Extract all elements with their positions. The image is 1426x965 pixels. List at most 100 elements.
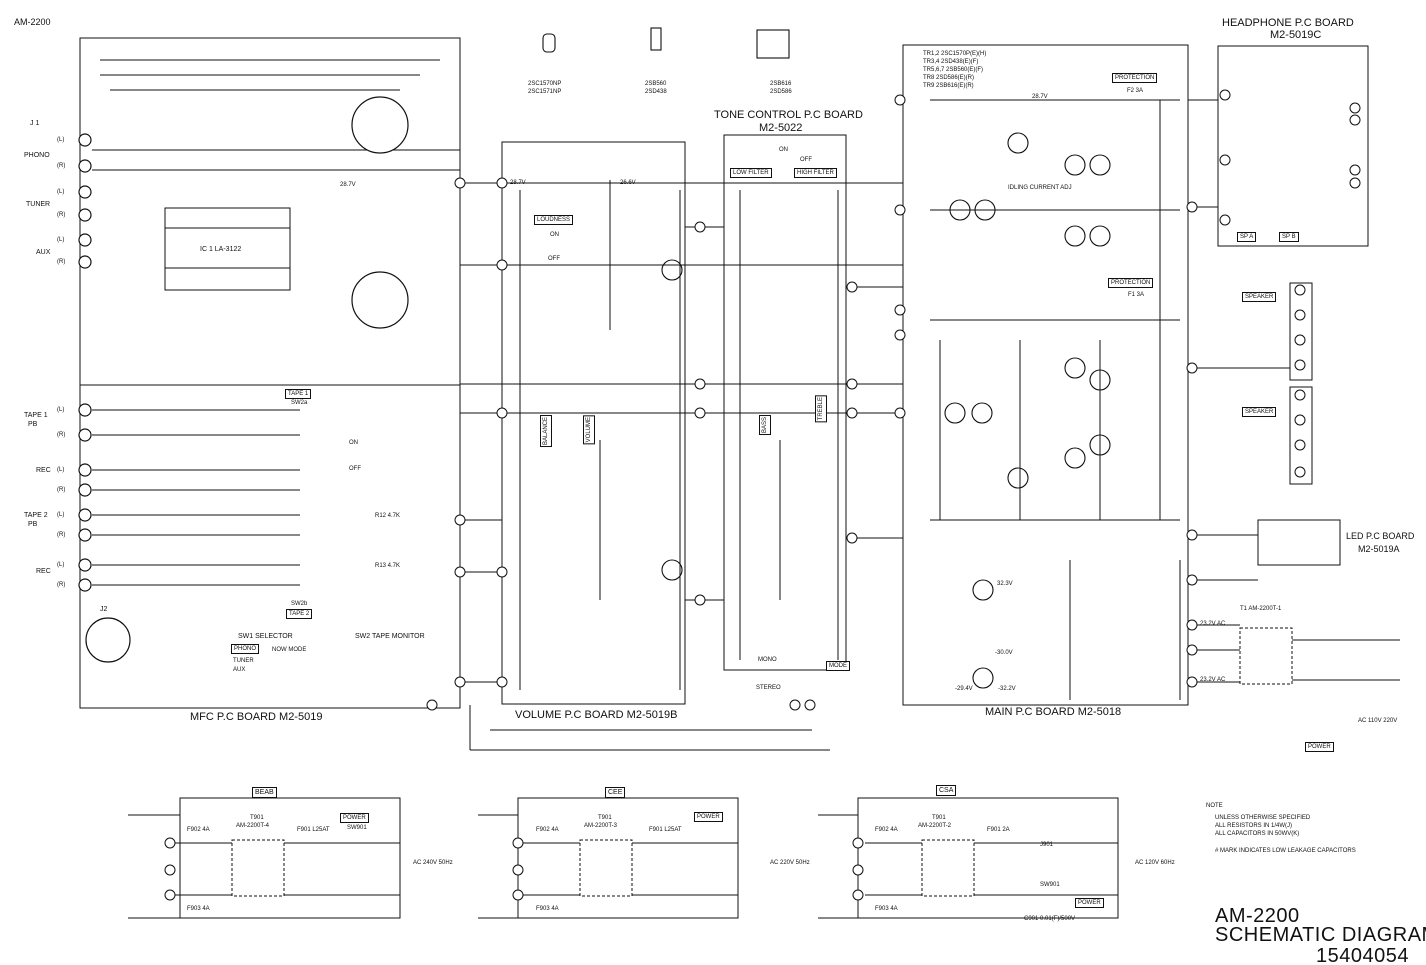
note-line-4: # MARK INDICATES LOW LEAKAGE CAPACITORS	[1215, 848, 1356, 854]
loudness-label: LOUDNESS	[534, 215, 574, 225]
speaker-2-label: SPEAKER	[1242, 407, 1277, 417]
transistor-package-2-label: 2SB560	[645, 81, 667, 87]
idling-label: IDLING CURRENT ADJ	[1008, 185, 1072, 191]
cee-transformer: T901	[598, 815, 612, 821]
tape1-label: TAPE 1	[24, 412, 48, 419]
voltage-ac-1: 23.2V AC	[1200, 621, 1226, 627]
protection-2-label: PROTECTION	[1108, 278, 1154, 288]
tone-board-title: TONE CONTROL P.C BOARD	[714, 109, 863, 121]
tape1-r-label: (R)	[57, 432, 66, 438]
tape1-switch-label: TAPE 1	[285, 389, 312, 399]
note-line-2: ALL RESISTORS IN 1/4W(J)	[1215, 823, 1293, 829]
volume-board-outline	[501, 141, 686, 705]
now-mode-label: NOW MODE	[272, 647, 307, 653]
voltage-vol-1: 28.7V	[510, 180, 526, 186]
aux-mode-label: AUX	[233, 667, 246, 673]
spa-label: SP A	[1237, 232, 1257, 242]
main-power-label: POWER	[1305, 742, 1334, 752]
footer-title: SCHEMATIC DIAGRAM	[1215, 924, 1426, 946]
tape2-l-label: (L)	[57, 512, 65, 518]
protection-1-label: PROTECTION	[1112, 73, 1158, 83]
tone-board-outline	[723, 134, 847, 671]
phono-l-label: (L)	[57, 137, 65, 143]
tuner-l-label: (L)	[57, 189, 65, 195]
tuner-mode-label: TUNER	[233, 658, 254, 664]
transistor-package-3-label-2: 2SD586	[770, 89, 792, 95]
tuner-label: TUNER	[26, 201, 51, 208]
mode-label: MODE	[826, 661, 850, 671]
tone-board-number: M2-5022	[759, 122, 803, 134]
csa-f901: F901 2A	[987, 827, 1010, 833]
cee-ac-label: AC 220V 50Hz	[770, 860, 810, 866]
high-filter-label: HIGH FILTER	[794, 168, 837, 178]
speaker-block-b	[1289, 282, 1313, 381]
tape2-pb-label: PB	[28, 521, 38, 528]
phono-mode-label: PHONO	[231, 644, 260, 654]
voltage-main-2: 32.3V	[997, 581, 1013, 587]
csa-j901: J901	[1040, 842, 1054, 848]
sw2a-label: SW2a	[291, 400, 308, 406]
ic1-label: IC 1 LA-3122	[200, 246, 242, 253]
cee-transformer-2: AM-2200T-3	[584, 823, 618, 829]
note-line-1: UNLESS OTHERWISE SPECIFIED	[1215, 815, 1311, 821]
rec-l-label: (L)	[57, 467, 65, 473]
beab-ac-label: AC 240V 50Hz	[413, 860, 453, 866]
treble-label: TREBLE	[815, 395, 827, 423]
transistor-package-3-label: 2SB616	[770, 81, 792, 87]
tape1-pb-label: PB	[28, 421, 38, 428]
r12-label: R12 4.7K	[375, 513, 401, 519]
spb-label: SP B	[1279, 232, 1299, 242]
csa-transformer: T901	[932, 815, 946, 821]
voltage-main-5: -32.2V	[998, 686, 1016, 692]
voltage-vol-2: 26.6V	[620, 180, 636, 186]
phono-r-label: (R)	[57, 163, 66, 169]
stereo-label: STEREO	[756, 685, 781, 691]
tape2-switch-label: TAPE 2	[286, 609, 313, 619]
mfc-board-title: MFC P.C BOARD M2-5019	[190, 711, 323, 723]
voltage-main-4: -29.4V	[955, 686, 973, 692]
cee-f902: F902 4A	[536, 827, 559, 833]
beab-sw901: SW901	[347, 825, 367, 831]
tape-on-label: ON	[349, 440, 358, 446]
cee-outline	[517, 797, 739, 919]
csa-f902: F902 4A	[875, 827, 898, 833]
csa-outline	[857, 797, 1119, 919]
tape-off-label: OFF	[349, 466, 361, 472]
mfc-board-outline	[79, 37, 461, 709]
voltage-main-3: -30.0V	[995, 650, 1013, 656]
rec-label: REC	[36, 467, 51, 474]
csa-transformer-2: AM-2200T-2	[918, 823, 952, 829]
tape2-label: TAPE 2	[24, 512, 48, 519]
rec2-r-label: (R)	[57, 582, 66, 588]
bass-label: BASS	[759, 415, 771, 436]
voltage-mfc: 28.7V	[340, 182, 356, 188]
phono-label: PHONO	[24, 152, 50, 159]
beab-f903: F903 4A	[187, 906, 210, 912]
beab-f902: F902 4A	[187, 827, 210, 833]
csa-c901: C901 0.01(F)/500V	[1024, 916, 1076, 922]
tuner-r-label: (R)	[57, 212, 66, 218]
led-board-outline	[1257, 519, 1341, 566]
voltage-main-1: 28.7V	[1032, 94, 1048, 100]
tr-legend-4: TR8 2SD586(E)(R)	[923, 75, 975, 81]
tr-legend-1: TR1,2 2SC1570P(E)(H)	[923, 51, 987, 57]
volume-label: VOLUME	[583, 415, 595, 445]
note-head: NOTE	[1206, 803, 1223, 809]
model-label: AM-2200	[14, 17, 51, 27]
tr-legend-3: TR5,6,7 2SB560(E)(F)	[923, 67, 984, 73]
loudness-on-label: ON	[550, 232, 559, 238]
aux-l-label: (L)	[57, 237, 65, 243]
aux-r-label: (R)	[57, 259, 66, 265]
led-board-number: M2-5019A	[1358, 544, 1400, 554]
footer-model: AM-2200	[1215, 905, 1300, 927]
led-board-title: LED P.C BOARD	[1346, 531, 1415, 541]
csa-f903: F903 4A	[875, 906, 898, 912]
cee-f901: F901 L25AT	[649, 827, 682, 833]
loudness-off-label: OFF	[548, 256, 560, 262]
footer-code: 15404054	[1316, 946, 1409, 965]
filter-off-label: OFF	[800, 157, 812, 163]
mono-label: MONO	[758, 657, 777, 663]
headphone-board-title: HEADPHONE P.C BOARD	[1222, 17, 1354, 29]
beab-outline	[179, 797, 401, 919]
beab-transformer-2: AM-2200T-4	[236, 823, 270, 829]
